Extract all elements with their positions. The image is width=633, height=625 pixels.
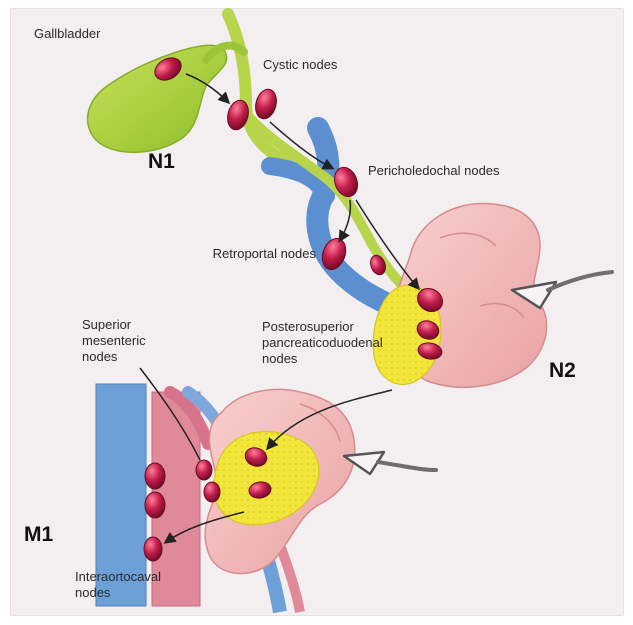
stage-label-n1: N1: [148, 150, 175, 174]
interaortocaval-node-3: [144, 537, 162, 561]
stage-label-m1: M1: [24, 523, 53, 547]
label-cystic-nodes: Cystic nodes: [263, 57, 337, 73]
sm-node-1: [196, 460, 212, 480]
interaortocaval-node-2: [145, 492, 165, 518]
label-gallbladder: Gallbladder: [34, 26, 101, 42]
label-posterosuperior-nodes: Posterosuperior pancreaticoduodenal node…: [262, 319, 404, 367]
interaortocaval-node-1: [145, 463, 165, 489]
stage-label-n2: N2: [549, 359, 576, 383]
label-superior-mesenteric-nodes: Superior mesenteric nodes: [82, 317, 170, 365]
retractor-handle-upper: [548, 272, 612, 290]
sm-node-2: [204, 482, 220, 502]
cystic-node-2: [252, 87, 279, 121]
label-interaortocaval-nodes: Interaortocaval nodes: [75, 569, 175, 601]
label-pericholedochal-nodes: Pericholedochal nodes: [368, 163, 508, 179]
retractor-handle-lower: [378, 462, 436, 470]
label-retroportal-nodes: Retroportal nodes: [156, 246, 316, 262]
